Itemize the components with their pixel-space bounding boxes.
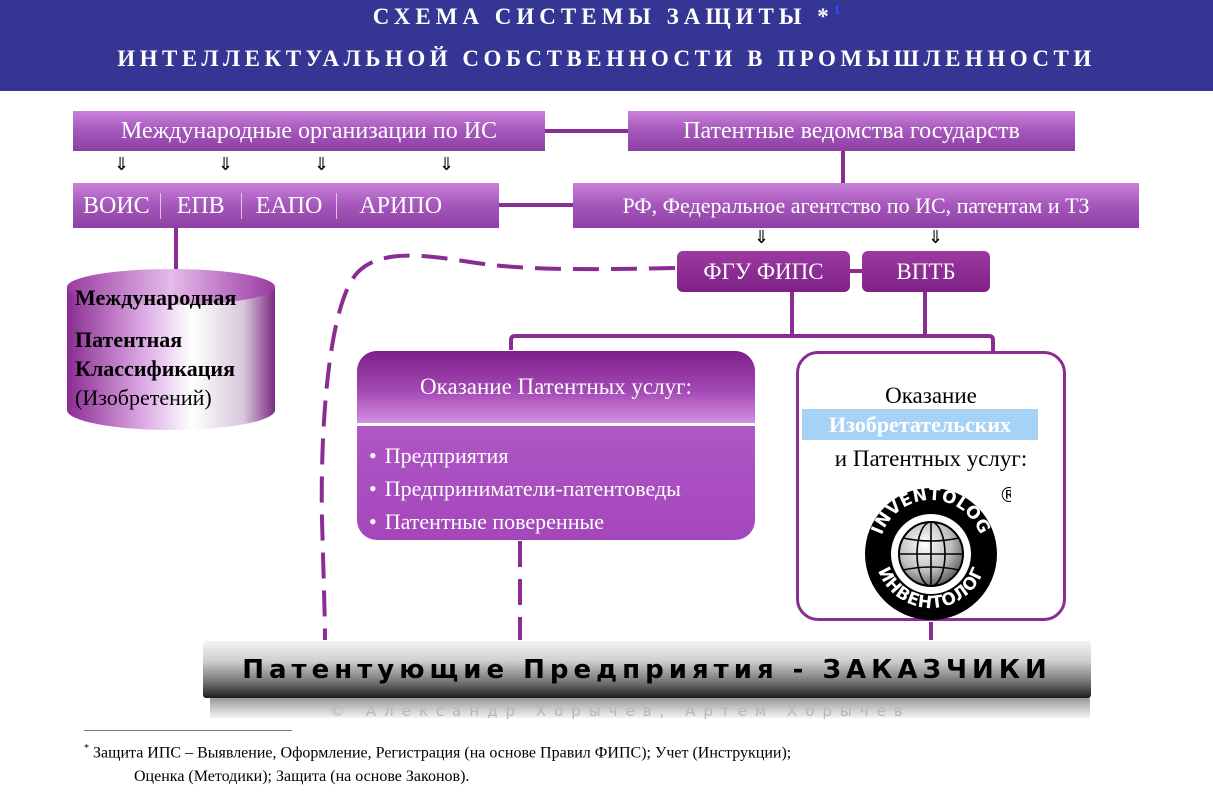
footnote: * Защита ИПС – Выявление, Оформление, Ре… <box>84 737 791 789</box>
arrow-down-icon: ⇓ <box>314 154 330 175</box>
ipc-line-1: Международная <box>75 285 237 310</box>
divider <box>336 192 338 219</box>
patent-offices-box: Патентные ведомства государств <box>628 111 1075 151</box>
org-epo: ЕПВ <box>176 192 225 219</box>
ipc-label: Международная Патентная Классификация (И… <box>75 283 236 412</box>
inventive-line-3: и Патентных услуг: <box>834 446 1028 471</box>
patent-services-title: Оказание Патентных услуг: <box>357 351 755 423</box>
customers-bar: Патентующие Предприятия - ЗАКАЗЧИКИ <box>203 641 1091 698</box>
inventive-line-2: Изобретательских <box>802 409 1038 440</box>
inventolog-logo-icon: INVENTOLOG ИНВЕНТОЛОГ ® <box>865 483 1011 620</box>
footnote-line-1: Защита ИПС – Выявление, Оформление, Реги… <box>93 744 792 762</box>
arrow-down-icon: ⇓ <box>114 154 130 175</box>
footnote-ref: 1 <box>833 2 841 17</box>
arrow-down-icon: ⇓ <box>754 227 770 248</box>
arrow-down-icon: ⇓ <box>928 227 944 248</box>
patent-services-list: Предприятия Предприниматели-патентоведы … <box>369 439 681 538</box>
arrow-down-icon: ⇓ <box>439 154 455 175</box>
title-line-2: ИНТЕЛЛЕКТУАЛЬНОЙ СОБСТВЕННОСТИ В ПРОМЫШЛ… <box>117 46 1096 71</box>
ipc-line-4: (Изобретений) <box>75 385 212 410</box>
fgu-fips-box: ФГУ ФИПС <box>677 251 850 292</box>
inventive-services-box: Оказание Изобретательских и Патентных ус… <box>796 351 1066 621</box>
footnote-line-2: Оценка (Методики); Защита (на основе Зак… <box>134 768 470 786</box>
org-eapo: ЕАПО <box>255 192 323 219</box>
footnote-rule <box>84 730 292 731</box>
list-item: Предприниматели-патентоведы <box>369 472 681 505</box>
registered-mark-icon: ® <box>999 483 1011 507</box>
title-bar: СХЕМА СИСТЕМЫ ЗАЩИТЫ *1 ИНТЕЛЛЕКТУАЛЬНОЙ… <box>0 0 1213 91</box>
line-branch-services <box>509 334 995 352</box>
ipc-line-3: Классификация <box>75 356 235 381</box>
patent-services-box: Оказание Патентных услуг: Предприятия Пр… <box>357 351 755 540</box>
vptb-box: ВПТБ <box>862 251 990 292</box>
list-item: Предприятия <box>369 439 681 472</box>
organizations-row: ВОИС ЕПВ ЕАПО АРИПО <box>73 183 499 228</box>
arrow-down-icon: ⇓ <box>218 154 234 175</box>
customers-bar-shadow <box>210 698 1090 718</box>
divider <box>159 192 161 219</box>
ipc-line-2: Патентная <box>75 327 183 352</box>
rf-agency-box: РФ, Федеральное агентство по ИС, патента… <box>573 183 1139 228</box>
title-line-1-text: СХЕМА СИСТЕМЫ ЗАЩИТЫ * <box>372 4 834 29</box>
dashed-line-fips-to-customers <box>319 253 676 641</box>
ipc-database-cylinder-icon <box>67 269 275 430</box>
org-wipo: ВОИС <box>83 192 150 219</box>
divider <box>240 192 242 219</box>
intl-organizations-box: Международные организации по ИС <box>73 111 545 151</box>
divider <box>357 423 755 426</box>
org-aripo: АРИПО <box>359 192 443 219</box>
copyright: © Александр Хорычев, Артем Хорычев <box>330 702 911 720</box>
title-line-1: СХЕМА СИСТЕМЫ ЗАЩИТЫ *1 <box>0 2 1213 30</box>
inventive-line-1: Оказание <box>885 383 977 408</box>
list-item: Патентные поверенные <box>369 505 681 538</box>
footnote-mark: * <box>84 743 89 754</box>
